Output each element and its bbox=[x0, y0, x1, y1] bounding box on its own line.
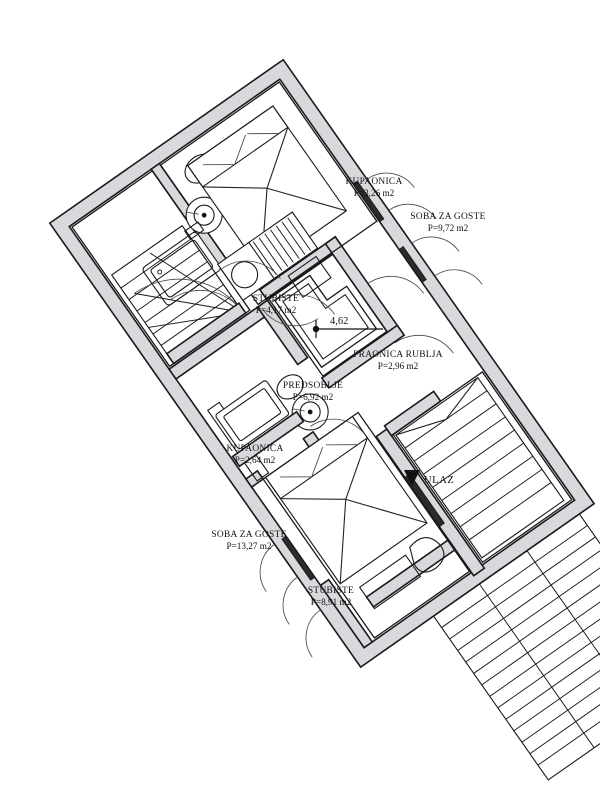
room-name-predsoblje: PREDSOBLJE bbox=[283, 381, 343, 391]
room-area-praonica-rublja: P=2,96 m2 bbox=[378, 361, 419, 371]
room-label-soba-za-goste-donja: SOBA ZA GOSTE P=13,27 m2 bbox=[211, 530, 286, 551]
room-area-kupaonica-donja: P=2,64 m2 bbox=[235, 455, 276, 465]
exterior-staircase bbox=[395, 376, 600, 781]
room-name-soba-za-goste-donja: SOBA ZA GOSTE bbox=[211, 530, 286, 540]
entrance-marker: ULAZ bbox=[404, 470, 454, 486]
door-swings bbox=[221, 172, 483, 658]
room-label-praonica-rublja: PRAONICA RUBLJA P=2,96 m2 bbox=[353, 350, 443, 371]
entrance-label: ULAZ bbox=[424, 475, 454, 486]
room-label-kupaonica-donja: KUPAONICA P=2,64 m2 bbox=[226, 444, 283, 465]
room-name-kupaonica-gornja: KUPAONICA bbox=[345, 177, 402, 187]
laundry-fixtures bbox=[273, 274, 378, 369]
room-label-kupaonica-gornja: KUPAONICA P=3,26 m2 bbox=[345, 177, 402, 198]
plan-rotation-group bbox=[48, 58, 600, 781]
upper-bedroom-furniture bbox=[186, 105, 348, 272]
room-area-predsoblje: P=6,92 m2 bbox=[293, 392, 334, 402]
room-name-stubiste-unutarnje: STUBISTE bbox=[253, 294, 299, 304]
room-area-soba-za-goste-donja: P=13,27 m2 bbox=[227, 541, 272, 551]
room-name-kupaonica-donja: KUPAONICA bbox=[226, 444, 283, 454]
room-area-stubiste-unutarnje: P=4,17 m2 bbox=[256, 305, 297, 315]
lower-bathroom-fixtures bbox=[206, 374, 329, 482]
room-label-stubiste-vanjsko: STUBISTE P=8,91 m2 bbox=[308, 586, 354, 607]
interior-staircase bbox=[110, 224, 247, 365]
wall-openings-dark bbox=[281, 180, 445, 581]
room-area-soba-za-goste-gornja: P=9,72 m2 bbox=[428, 223, 469, 233]
dimension-4-62: 4,62 bbox=[312, 316, 383, 338]
dimension-node-dot bbox=[312, 325, 320, 333]
room-name-stubiste-vanjsko: STUBISTE bbox=[308, 586, 354, 596]
room-name-praonica-rublja: PRAONICA RUBLJA bbox=[353, 350, 443, 360]
dimension-value-label: 4,62 bbox=[330, 316, 348, 327]
room-label-stubiste-unutarnje: STUBISTE P=4,17 m2 bbox=[253, 294, 299, 315]
room-label-soba-za-goste-gornja: SOBA ZA GOSTE P=9,72 m2 bbox=[410, 212, 485, 233]
exterior-walls bbox=[48, 58, 596, 669]
entry-hall-appliances bbox=[216, 211, 332, 302]
room-name-soba-za-goste-gornja: SOBA ZA GOSTE bbox=[410, 212, 485, 222]
room-area-stubiste-vanjsko: P=8,91 m2 bbox=[311, 597, 352, 607]
solid-triangle-icon bbox=[404, 470, 420, 486]
room-area-kupaonica-gornja: P=3,26 m2 bbox=[354, 188, 395, 198]
lower-bedroom-furniture bbox=[264, 415, 445, 610]
room-label-predsoblje: PREDSOBLJE P=6,92 m2 bbox=[283, 381, 343, 402]
